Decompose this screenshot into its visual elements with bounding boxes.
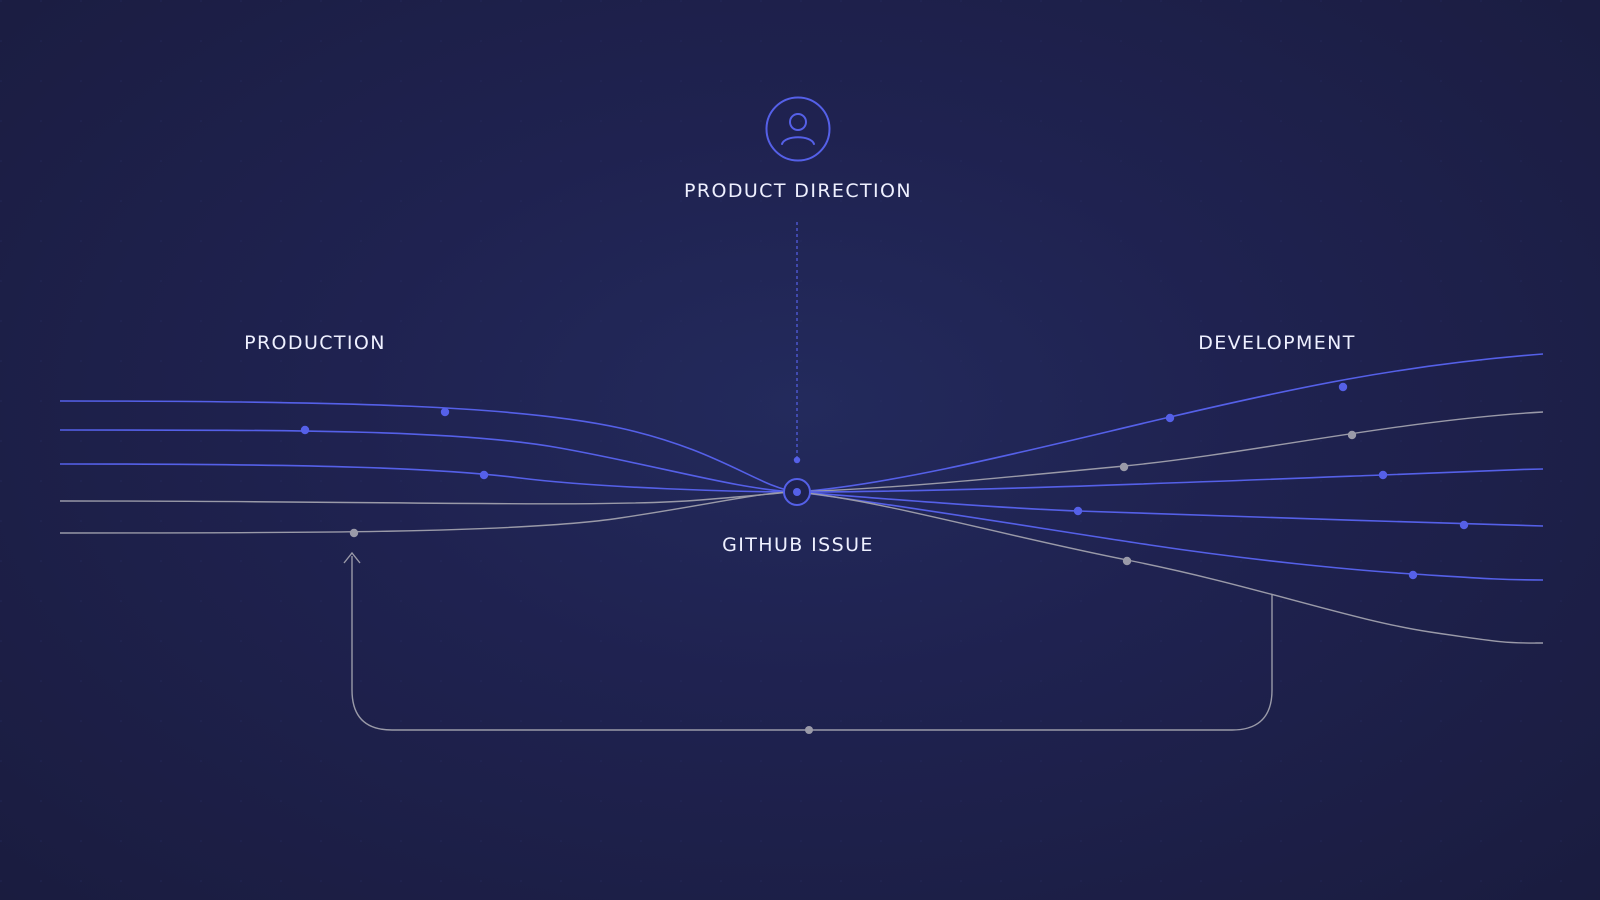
production-dot-1 <box>440 407 450 417</box>
development-dot-2 <box>1338 382 1348 392</box>
production-dot-3 <box>479 470 489 480</box>
development-dot-1 <box>1165 413 1175 423</box>
arrow-up-icon <box>343 551 361 564</box>
product-direction-label: PRODUCT DIRECTION <box>684 180 912 202</box>
production-dot-2 <box>300 425 310 435</box>
production-line-2 <box>59 429 798 493</box>
development-dot-8 <box>1408 570 1418 580</box>
development-dot-5 <box>1378 470 1388 480</box>
production-line-1 <box>59 400 798 493</box>
development-dot-6 <box>1073 506 1083 516</box>
hub-node-icon <box>783 478 811 506</box>
production-label: PRODUCTION <box>244 332 386 354</box>
person-icon <box>765 96 831 162</box>
github-issue-label: GITHUB ISSUE <box>722 534 874 556</box>
development-line-6 <box>796 491 1544 644</box>
production-line-3 <box>59 463 798 493</box>
feedback-loop-dot <box>805 726 813 734</box>
development-dot-9 <box>1122 556 1132 566</box>
development-line-4 <box>796 491 1544 527</box>
development-dot-4 <box>1347 430 1357 440</box>
production-dot-4 <box>349 528 359 538</box>
development-label: DEVELOPMENT <box>1198 332 1356 354</box>
development-line-3 <box>796 468 1544 493</box>
development-dot-3 <box>1119 462 1129 472</box>
connector-end-dot <box>793 456 801 464</box>
development-dot-7 <box>1459 520 1469 530</box>
development-line-5 <box>796 491 1544 581</box>
production-line-5 <box>59 491 798 534</box>
